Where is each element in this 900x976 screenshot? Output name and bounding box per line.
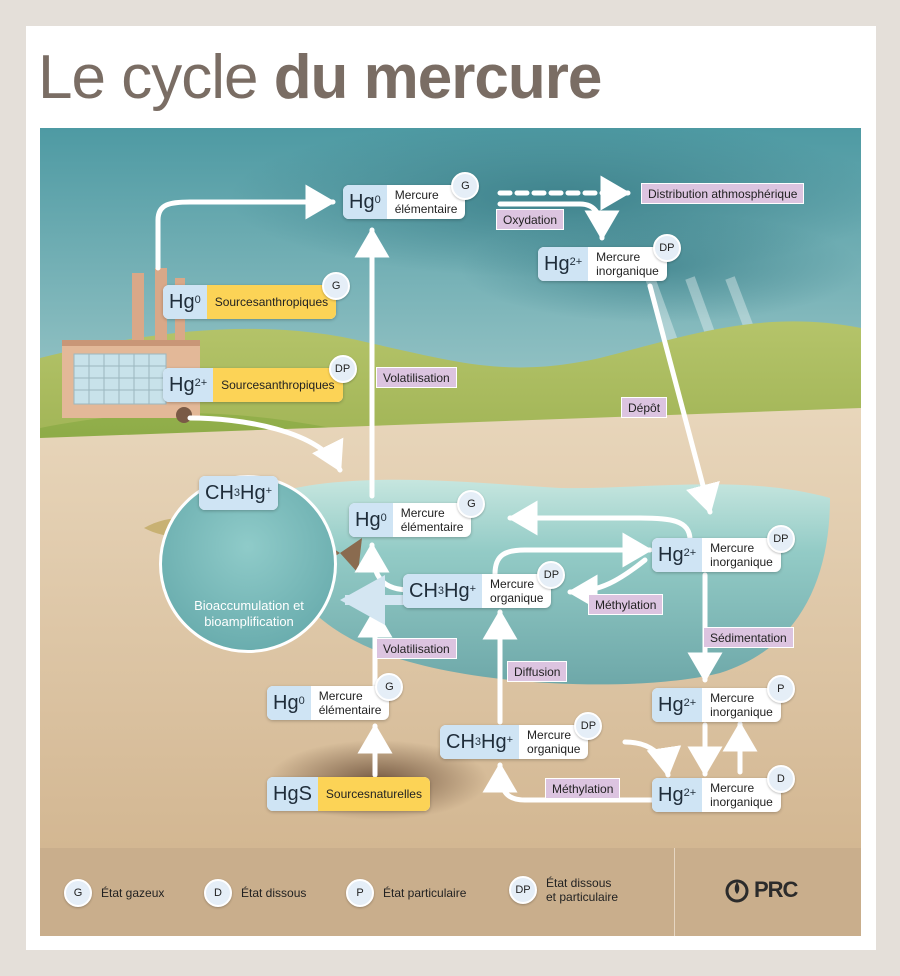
- state-badge: DP: [652, 234, 681, 262]
- process-diffusion: Diffusion: [507, 661, 568, 682]
- state-badge: P: [346, 879, 374, 907]
- state-badge: DP: [574, 712, 603, 740]
- state-badge: G: [375, 673, 404, 701]
- process-distribution: Distribution athmosphérique: [641, 183, 805, 204]
- state-badge: D: [766, 765, 795, 793]
- legend: G État gazeux D État dissous P État part…: [40, 848, 861, 936]
- prc-logo-icon: [725, 879, 749, 903]
- state-badge: G: [322, 272, 351, 300]
- state-badge: P: [766, 675, 795, 703]
- process-methylation-2: Méthylation: [545, 778, 621, 799]
- legend-separator: [674, 848, 675, 936]
- state-badge: DP: [537, 561, 566, 589]
- state-badge: DP: [766, 525, 795, 553]
- page-title: Le cycle du mercure: [38, 40, 603, 116]
- process-volatilisation-2: Volatilisation: [376, 638, 457, 659]
- process-volatilisation-1: Volatilisation: [376, 367, 457, 388]
- process-oxydation: Oxydation: [496, 209, 565, 230]
- legend-item-gas: G État gazeux: [64, 879, 164, 907]
- state-badge: G: [451, 172, 480, 200]
- title-bold: du mercure: [273, 43, 603, 112]
- process-methylation-1: Méthylation: [588, 594, 664, 615]
- legend-item-dissolved: D État dissous: [204, 879, 306, 907]
- state-badge: G: [64, 879, 92, 907]
- state-badge: D: [204, 879, 232, 907]
- prc-logo: PRC: [724, 877, 798, 903]
- legend-item-particulate: P État particulaire: [346, 879, 466, 907]
- process-sedimentation: Sédimentation: [703, 627, 794, 648]
- state-badge: G: [457, 490, 486, 518]
- state-badge: DP: [509, 876, 537, 904]
- state-badge: DP: [328, 355, 357, 383]
- process-depot: Dépôt: [621, 397, 668, 418]
- title-light: Le cycle: [38, 43, 258, 112]
